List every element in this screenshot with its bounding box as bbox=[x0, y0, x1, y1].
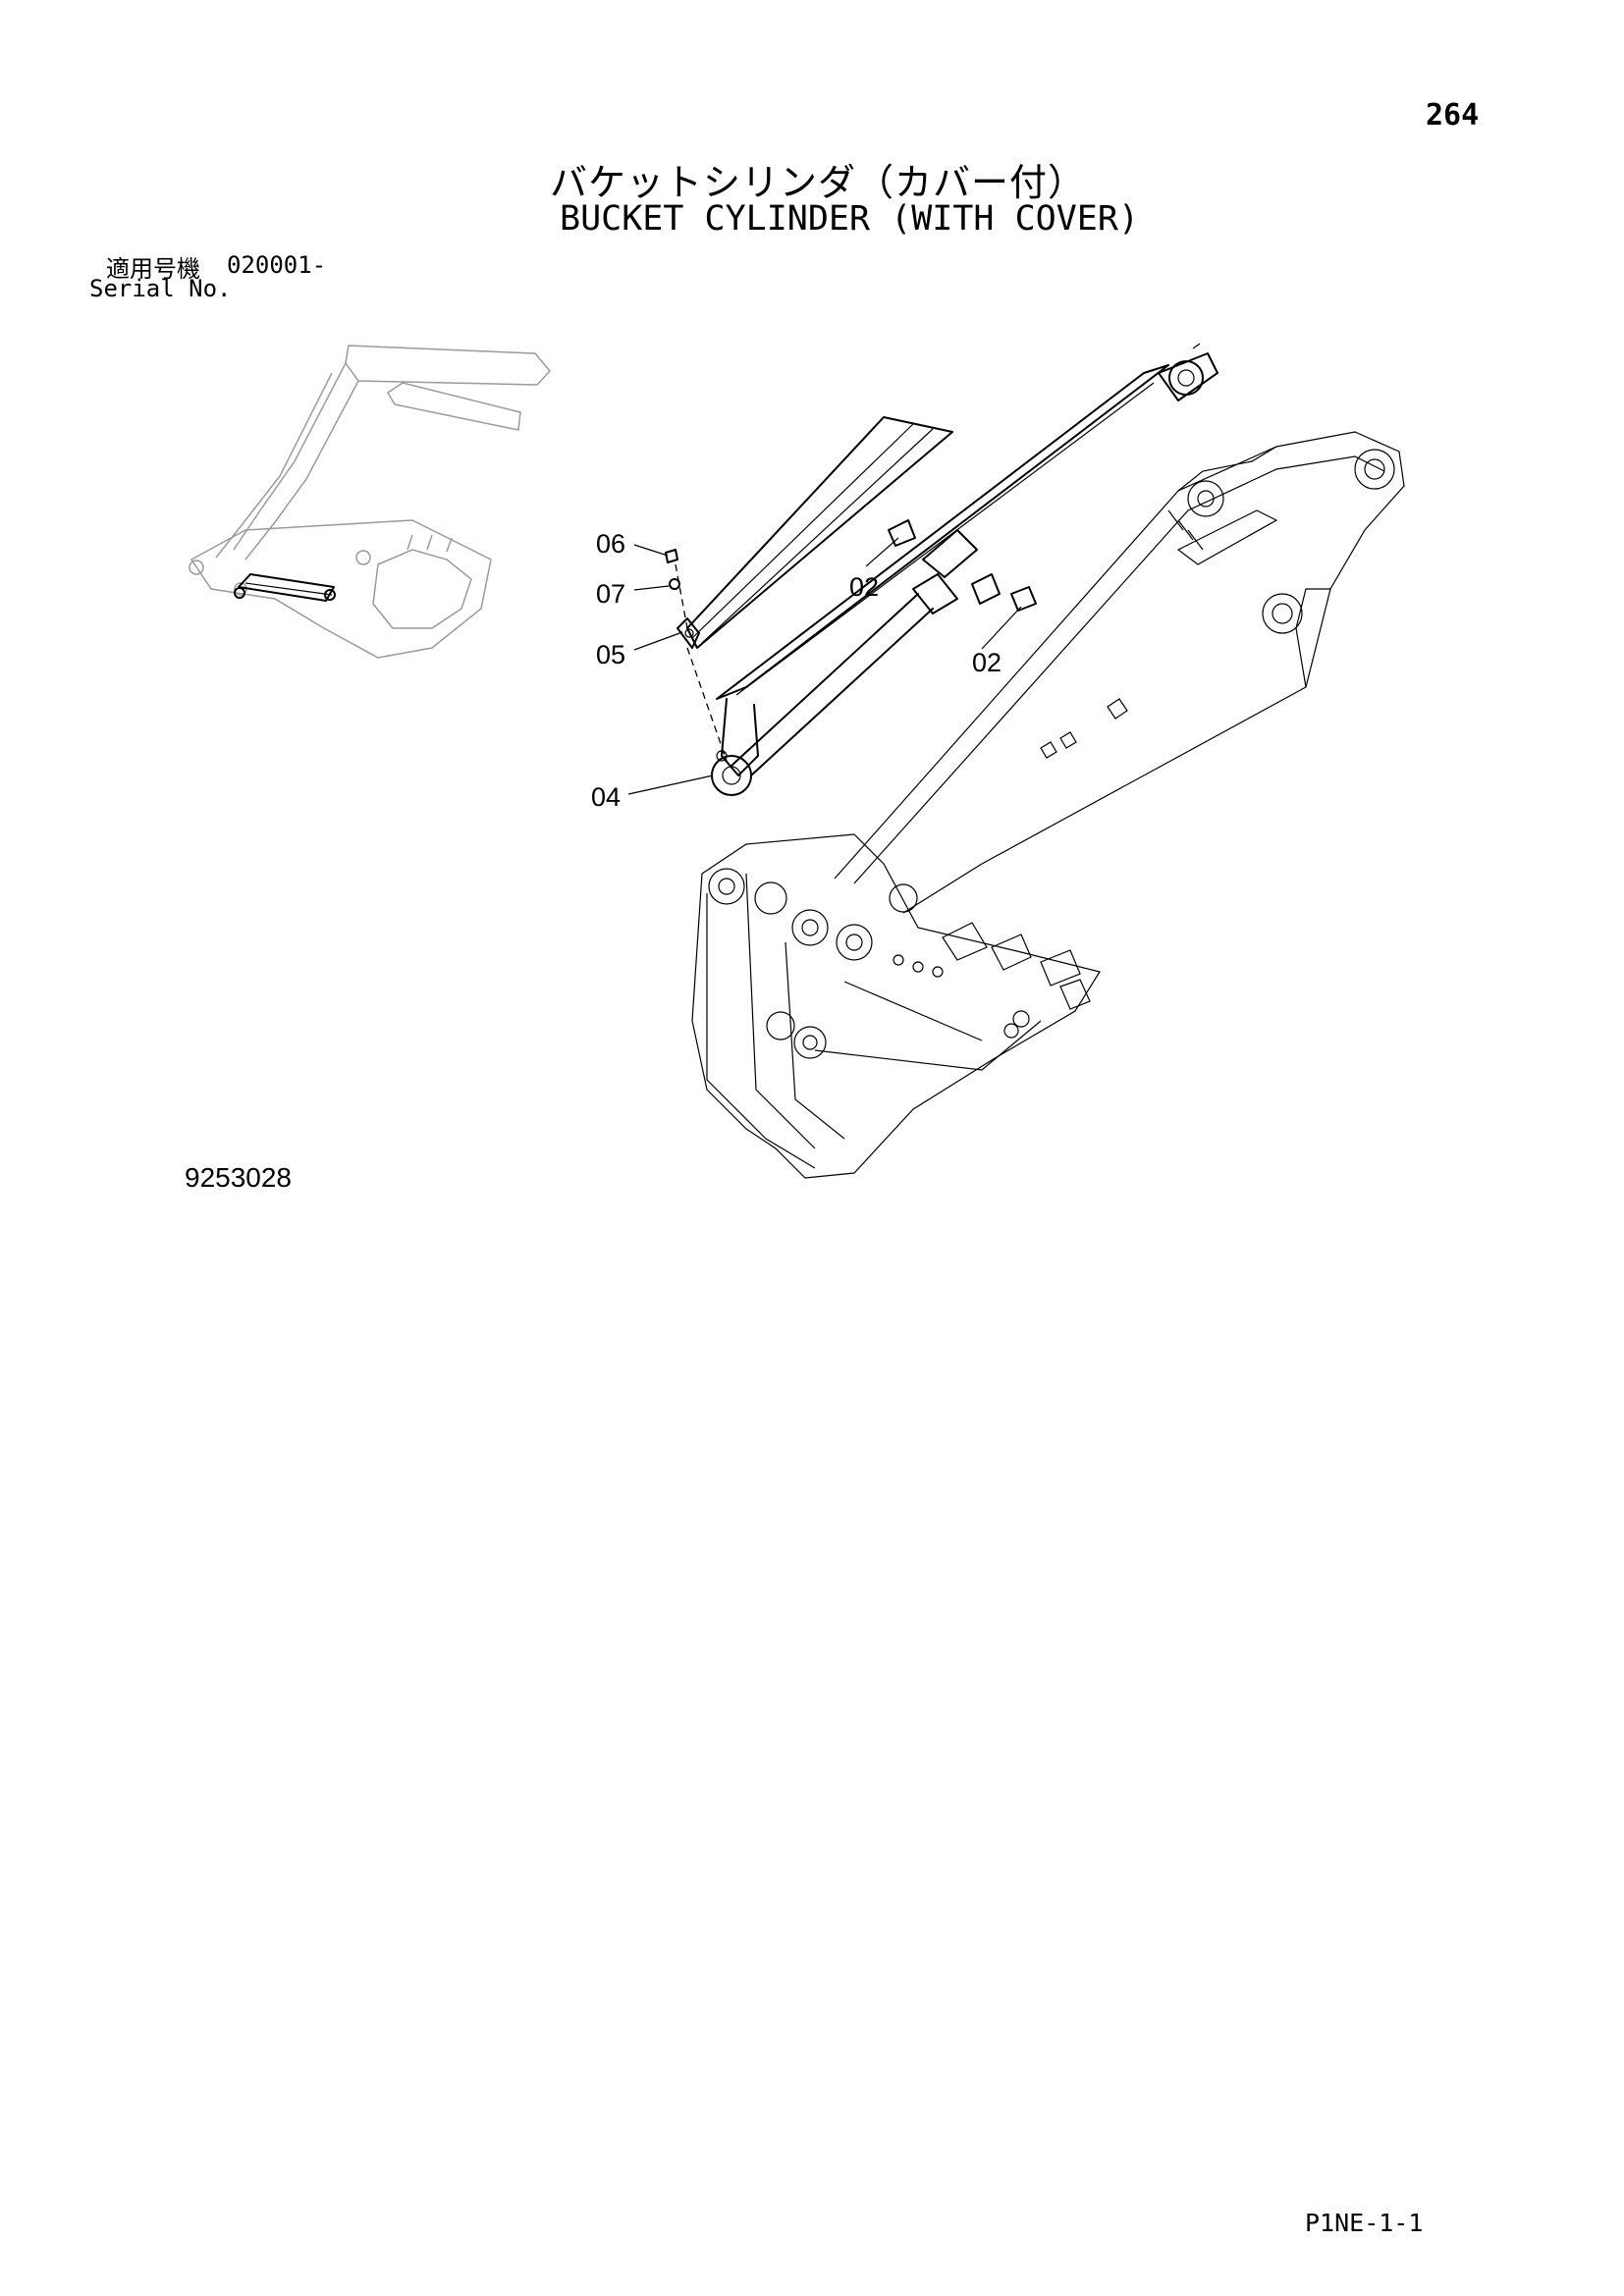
arm-outline bbox=[834, 431, 1405, 914]
overview-sketch bbox=[189, 345, 551, 659]
serial-value: 020001- bbox=[227, 251, 327, 279]
callout-02: 02 bbox=[972, 648, 1002, 677]
bolt-and-washer bbox=[665, 549, 680, 590]
page-number: 264 bbox=[1426, 98, 1480, 133]
callout-02: 02 bbox=[849, 572, 880, 602]
cylinder-cover bbox=[677, 416, 953, 649]
bucket bbox=[691, 833, 1101, 1179]
serial-label-japanese: 適用号機 bbox=[106, 255, 200, 283]
callout-07: 07 bbox=[596, 579, 626, 609]
callout-04: 04 bbox=[591, 782, 622, 812]
bucket-cylinder bbox=[711, 343, 1218, 796]
callout-06: 06 bbox=[596, 529, 626, 559]
page-title-japanese: バケットシリンダ（カバー付） bbox=[550, 161, 1087, 204]
page-code: P1NE-1-1 bbox=[1305, 2209, 1424, 2237]
page-title-english: BUCKET CYLINDER (WITH COVER) bbox=[560, 199, 1140, 239]
figure-number: 9253028 bbox=[185, 1162, 293, 1193]
leader-lines bbox=[627, 537, 1022, 795]
serial-label-english: Serial No. bbox=[89, 275, 232, 302]
callout-05: 05 bbox=[596, 640, 626, 669]
